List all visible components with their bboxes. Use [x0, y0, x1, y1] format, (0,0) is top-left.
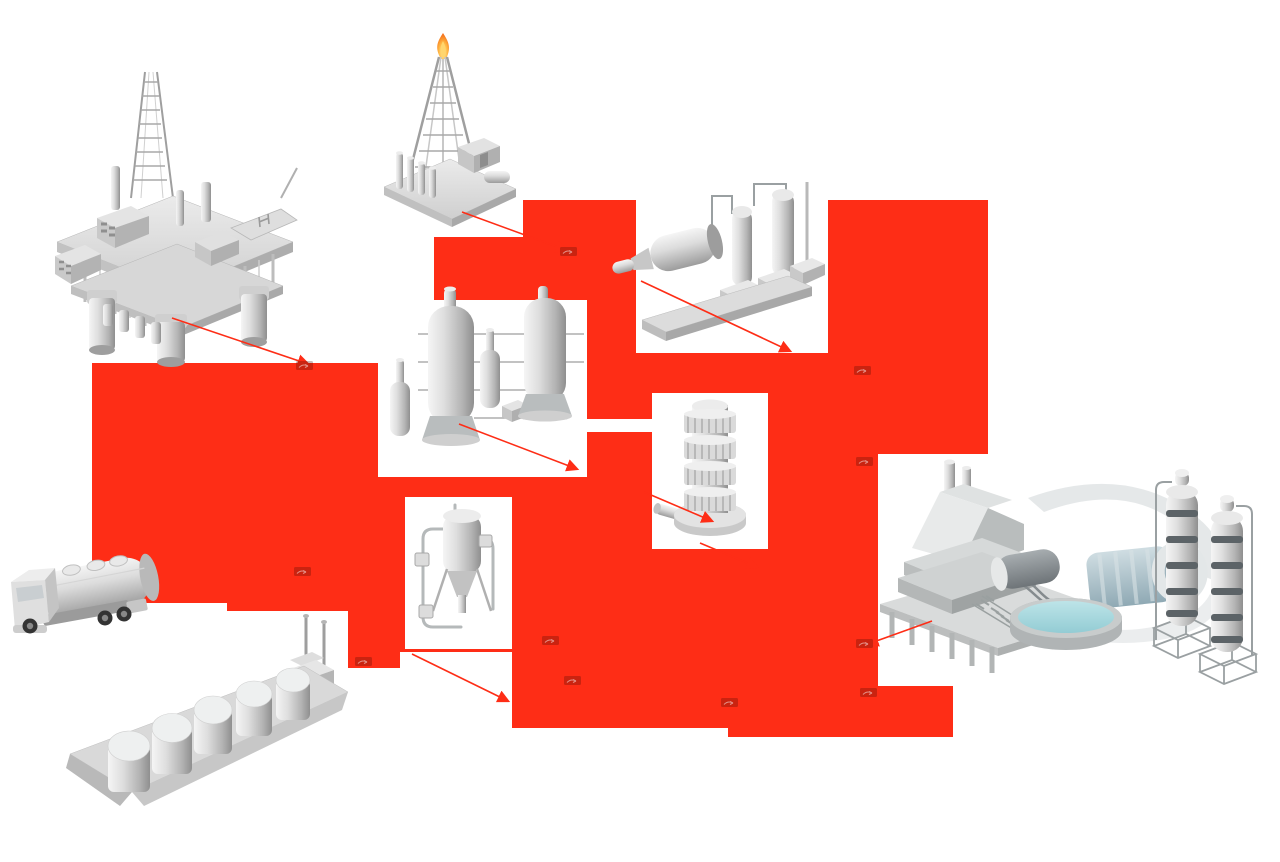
offshore-platform-icon: offshore production platform: [55, 71, 298, 367]
conveyor-rack: [641, 275, 813, 341]
tanker-truck-icon: tanker truck: [11, 553, 160, 634]
mini-cursor-marker-icon: [560, 247, 577, 256]
valve-boxes: [414, 534, 493, 619]
rig-pipes: [396, 151, 436, 198]
process-columns: [732, 189, 794, 286]
platform-legs: [87, 286, 269, 367]
connector-arrow: [699, 542, 760, 569]
connector-arrow: [865, 620, 933, 647]
connector-arrow: [171, 317, 311, 367]
mini-cursor-marker-icon: [856, 457, 873, 466]
manifold-pipes: [1005, 572, 1064, 624]
compressor: [612, 223, 724, 274]
lng-dome-tanks: [107, 667, 311, 792]
mini-cursor-marker-icon: [355, 657, 372, 666]
reactor-icon: reactor with piping: [414, 503, 495, 629]
fin-rings: [684, 409, 736, 511]
rig-tank: [484, 171, 510, 183]
mini-cursor-marker-icon: [860, 688, 877, 697]
separation-vessels-icon: separation vessels: [390, 286, 584, 446]
connector-arrow: [411, 653, 511, 703]
mini-cursor-marker-icon: [856, 639, 873, 648]
deck-modules: [55, 166, 298, 344]
gas-processing-icon: gas processing unit: [612, 182, 825, 341]
reactor-vessel: [431, 509, 493, 613]
connector-arrow: [458, 423, 580, 472]
water-basin: [1010, 598, 1122, 650]
drilling-rig-flare-icon: drilling rig with gas flare: [383, 33, 517, 227]
connector-arrow: [640, 280, 793, 353]
mini-cursor-marker-icon: [296, 361, 313, 370]
mini-cursor-marker-icon: [564, 676, 581, 685]
large-vessel-right: [518, 286, 572, 422]
mid-vessel: [480, 328, 528, 422]
drum-vessel: [990, 549, 1060, 591]
small-flask: [390, 358, 410, 436]
mini-cursor-marker-icon: [854, 366, 871, 375]
mini-cursor-marker-icon: [542, 636, 559, 645]
lng-carrier-icon: LNG carrier ship: [66, 614, 349, 806]
truck-wheels: [22, 606, 132, 634]
marker-layer: [294, 247, 877, 707]
large-vessel-left: [422, 286, 480, 446]
mini-cursor-marker-icon: [294, 567, 311, 576]
connector-arrow: [643, 491, 715, 523]
red-gap-stripe: [587, 419, 652, 432]
truck-cab: [11, 568, 59, 633]
distillation-column-left: [1151, 469, 1213, 659]
rig-shed: [458, 138, 500, 173]
mini-cursor-marker-icon: [721, 698, 738, 707]
connector-arrow: [461, 211, 569, 253]
distillation-column-right: [1197, 495, 1259, 685]
connector-layer: [171, 211, 933, 703]
flare-flame-icon: [437, 33, 450, 59]
liquefaction-plant-icon: liquefaction plant: [880, 459, 1259, 685]
helipad: [230, 208, 298, 241]
derrick-tower: [130, 71, 174, 199]
